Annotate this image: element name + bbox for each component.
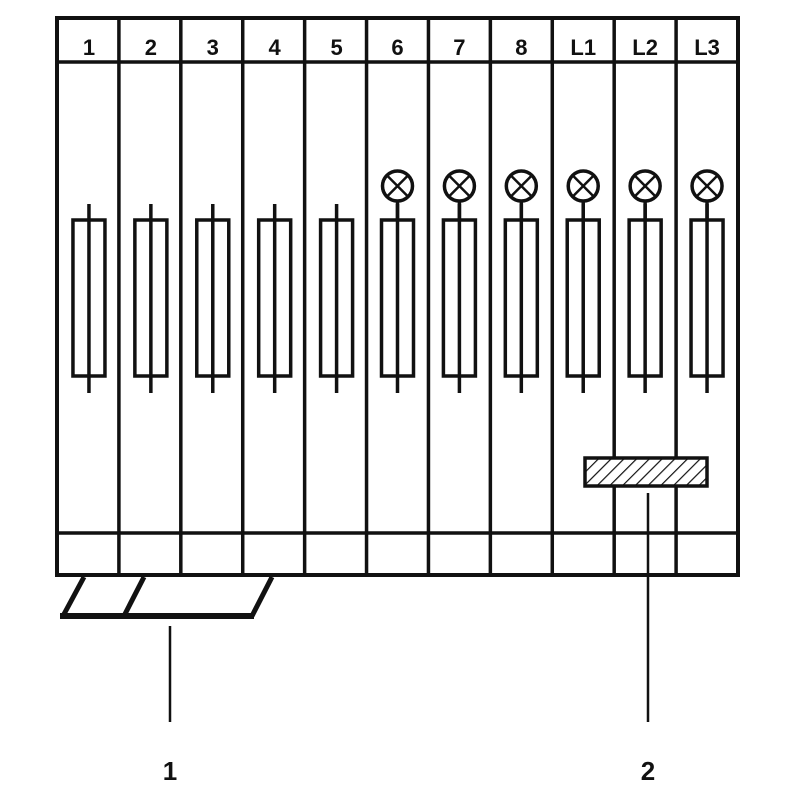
fuse-icon (627, 204, 663, 393)
jumper-bridge (60, 575, 275, 619)
terminal-column-6: 6 (364, 18, 416, 575)
terminal-column-2: 2 (117, 18, 169, 575)
indicator-lamp-icon (690, 169, 724, 221)
indicator-lamp-icon (628, 169, 662, 221)
terminal-block-frame (55, 16, 740, 577)
column-header-label: L1 (570, 35, 596, 60)
terminal-column-4: 4 (240, 18, 293, 575)
terminal-column-7: 7 (426, 18, 478, 575)
fuse-icon (318, 204, 355, 393)
fuse-icon (441, 204, 478, 393)
terminal-column-5: 5 (302, 18, 355, 575)
column-header-label: 8 (515, 35, 527, 60)
indicator-lamp-icon (380, 169, 415, 221)
fuse-icon (565, 204, 601, 393)
terminal-columns: 1 2 3 4 5 6 7 8 L1 L2 L3 (71, 18, 725, 575)
terminal-column-l2: L2 (612, 18, 663, 575)
column-header-label: L3 (694, 35, 720, 60)
fuse-icon (195, 204, 231, 393)
column-header-label: 4 (269, 35, 282, 60)
terminal-column-l1: L1 (550, 18, 601, 575)
indicator-lamp-icon (566, 169, 600, 221)
column-header-label: 6 (391, 35, 403, 60)
callout-2-label: 2 (641, 756, 655, 786)
column-header-label: 2 (145, 35, 157, 60)
column-header-label: L2 (632, 35, 658, 60)
fuse-icon (133, 204, 169, 393)
terminal-column-1: 1 (71, 35, 107, 393)
callout-1-label: 1 (163, 756, 177, 786)
fuse-icon (379, 204, 416, 393)
column-header-label: 1 (83, 35, 95, 60)
fuse-icon (503, 204, 540, 393)
terminal-column-8: 8 (488, 18, 540, 575)
indicator-lamp-icon (504, 169, 539, 221)
column-header-label: 7 (453, 35, 465, 60)
fuse-icon (689, 204, 725, 393)
terminal-column-3: 3 (179, 18, 231, 575)
indicator-lamp-icon (442, 169, 477, 221)
fuse-icon (256, 204, 293, 393)
column-header-label: 5 (330, 35, 342, 60)
column-header-label: 3 (207, 35, 219, 60)
fuse-icon (71, 204, 107, 393)
hatched-marker-plate (583, 456, 709, 488)
terminal-column-l3: L3 (674, 18, 725, 575)
